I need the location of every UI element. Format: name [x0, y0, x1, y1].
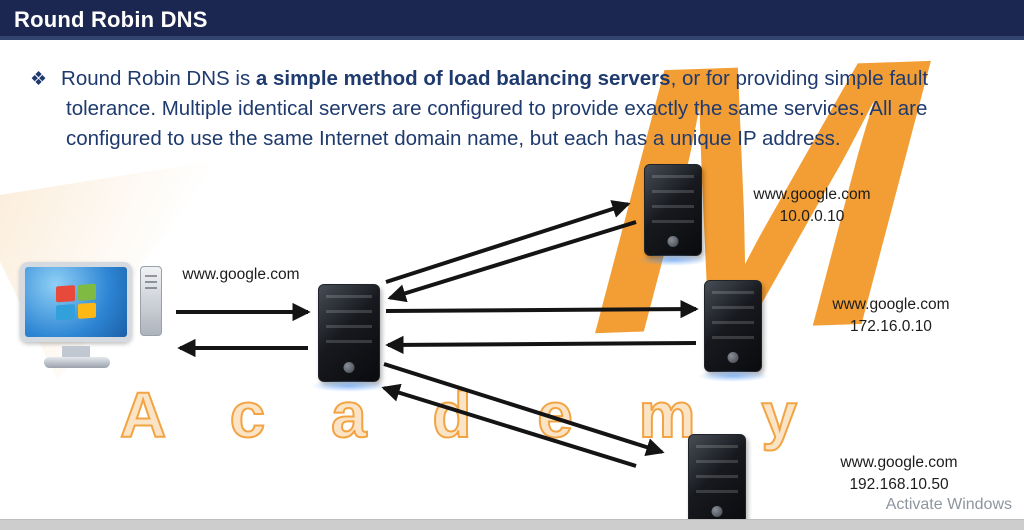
server3-label: www.google.com 192.168.10.50	[820, 452, 978, 497]
server2-domain: www.google.com	[832, 296, 950, 313]
dns-server-icon	[318, 284, 380, 382]
server1-domain: www.google.com	[753, 186, 871, 203]
monitor-stand	[62, 346, 90, 357]
arrow-server2-to-dns	[385, 335, 697, 355]
bottom-bar	[0, 519, 1024, 530]
client-tower-icon	[140, 266, 162, 336]
server3-domain: www.google.com	[840, 454, 958, 471]
arrow-dns-to-server2	[385, 299, 699, 319]
server-icon-1	[644, 164, 702, 256]
bullet-marker-icon: ❖	[30, 69, 48, 90]
server3-ip: 192.168.10.50	[849, 476, 949, 494]
paragraph-text-bold: a simple method of load balancing server…	[255, 67, 671, 90]
server2-label: www.google.com 172.16.0.10	[816, 294, 966, 339]
client-computer-icon	[20, 258, 172, 374]
title-bar: Round Robin DNS	[0, 0, 1024, 40]
monitor-screen	[20, 262, 132, 342]
server-icon-3	[688, 434, 746, 526]
server1-glow	[637, 254, 709, 266]
server2-ip: 172.16.0.10	[850, 318, 932, 336]
dns-server-glow	[310, 380, 388, 392]
server1-ip: 10.0.0.10	[779, 208, 845, 226]
bullet-paragraph: ❖ Round Robin DNS is a simple method of l…	[30, 64, 938, 154]
server1-label: www.google.com 10.0.0.10	[742, 184, 882, 229]
arrow-dns-to-server1	[385, 200, 631, 284]
paragraph-text-post: , or for providing simple fault toleranc…	[66, 67, 929, 150]
page-title: Round Robin DNS	[14, 7, 208, 32]
client-request-label: www.google.com	[182, 266, 300, 283]
arrow-server3-to-dns	[381, 383, 637, 468]
arrow-server1-to-dns	[387, 220, 637, 303]
activate-windows-text: Activate Windows	[885, 496, 1012, 513]
monitor-base	[44, 357, 110, 368]
server2-glow	[697, 370, 769, 382]
arrow-dns-to-server3	[383, 362, 665, 457]
paragraph-text-pre: Round Robin DNS is	[61, 67, 256, 90]
windows-logo-icon	[56, 283, 96, 321]
server-icon-2	[704, 280, 762, 372]
